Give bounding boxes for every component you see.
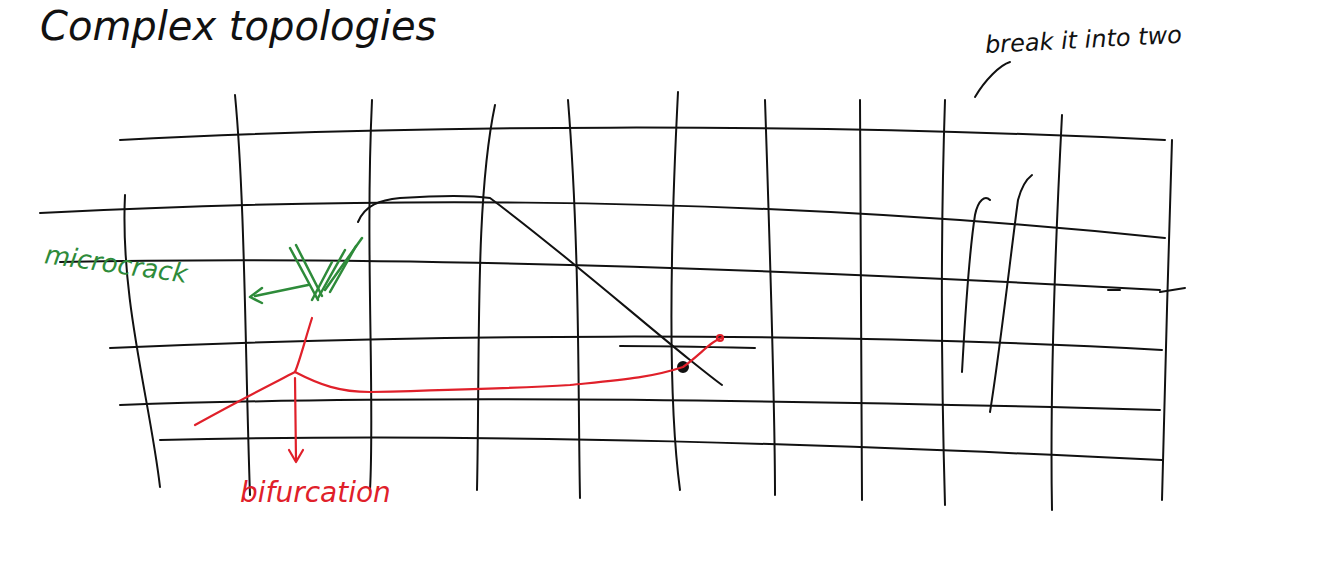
bifurcation-crack <box>195 318 723 462</box>
sketch-title: Complex topologies <box>40 4 436 48</box>
bifurcation-label: bifurcation <box>240 478 391 509</box>
microcrack-label: microcrack <box>43 240 189 288</box>
microcrack-marks <box>250 238 362 303</box>
split-cracks <box>962 62 1032 412</box>
mesh-grid <box>40 92 1185 510</box>
split-note: break it into two <box>984 22 1182 59</box>
